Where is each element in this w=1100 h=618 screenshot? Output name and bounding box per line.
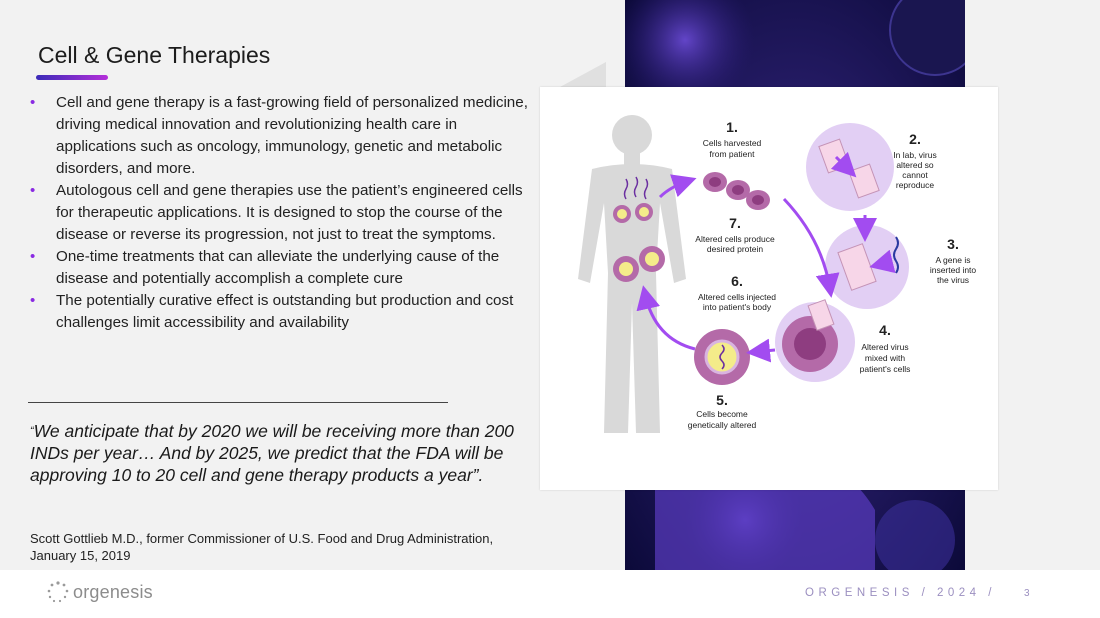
step3-label-line2: inserted into	[930, 265, 977, 275]
quote: “We anticipate that by 2020 we will be r…	[30, 420, 535, 486]
quote-text: We anticipate that by 2020 we will be re…	[30, 421, 514, 485]
step1-label-line2: from patient	[710, 149, 756, 159]
step4-mix	[775, 299, 855, 382]
step2-label-line2: altered so	[896, 160, 934, 170]
quote-open-mark: “	[30, 425, 34, 437]
step5-label-line2: genetically altered	[688, 420, 757, 430]
step6-label-line2: into patient's body	[703, 302, 772, 312]
logo-icon	[47, 581, 69, 603]
process-arrows	[636, 174, 877, 363]
step1-cells	[703, 172, 770, 210]
footer-brand-year: ORGENESIS / 2024 /	[805, 587, 996, 599]
bullet-icon: •	[30, 182, 36, 199]
page-title: Cell & Gene Therapies	[38, 42, 271, 68]
step6-label-line1: Altered cells injected	[698, 292, 776, 302]
bullet-icon: •	[30, 94, 36, 111]
therapy-process-diagram: 1. Cells harvested from patient 2. In la…	[540, 87, 998, 490]
bullet-icon: •	[30, 248, 36, 265]
body-cells	[613, 176, 665, 282]
step6-number: 6.	[731, 273, 743, 289]
step5-altered-cell	[694, 329, 750, 385]
step7-label-line2: desired protein	[707, 244, 764, 254]
step2-label-line3: cannot	[902, 170, 928, 180]
step7-label-line1: Altered cells produce	[695, 234, 775, 244]
list-item: •Cell and gene therapy is a fast-growing…	[30, 94, 528, 177]
quote-attribution: Scott Gottlieb M.D., former Commissioner…	[30, 531, 494, 563]
step3-label-line1: A gene is	[936, 255, 971, 265]
logo-text: orgenesis	[73, 581, 153, 602]
step1-number: 1.	[726, 119, 738, 135]
step4-label-line2: mixed with	[865, 353, 905, 363]
step3-label-line3: the virus	[937, 275, 969, 285]
step3-number: 3.	[947, 236, 959, 252]
footer: orgenesis ORGENESIS / 2024 / 3	[0, 570, 1100, 618]
step2-virus-bubble	[806, 123, 894, 211]
human-body-silhouette	[578, 115, 686, 433]
title-underline	[36, 75, 108, 80]
step1-label-line1: Cells harvested	[703, 138, 762, 148]
step3-gene-bubble	[825, 225, 909, 309]
step4-number: 4.	[879, 322, 891, 338]
step4-label-line3: patient's cells	[860, 364, 911, 374]
list-item: •Autologous cell and gene therapies use …	[30, 182, 523, 243]
step7-number: 7.	[729, 215, 741, 231]
step5-number: 5.	[716, 392, 728, 408]
divider	[28, 402, 448, 403]
step2-label-line4: reproduce	[896, 180, 935, 190]
list-item: •The potentially curative effect is outs…	[30, 292, 514, 331]
bullet-list: •Cell and gene therapy is a fast-growing…	[30, 92, 540, 334]
step5-label-line1: Cells become	[696, 409, 748, 419]
bullet-icon: •	[30, 292, 36, 309]
orgenesis-logo: orgenesis	[46, 580, 153, 604]
page-number: 3	[1024, 588, 1030, 599]
step2-label-line1: In lab, virus	[893, 150, 936, 160]
step4-label-line1: Altered virus	[861, 342, 908, 352]
list-item: •One-time treatments that can alleviate …	[30, 248, 500, 287]
step2-number: 2.	[909, 131, 921, 147]
